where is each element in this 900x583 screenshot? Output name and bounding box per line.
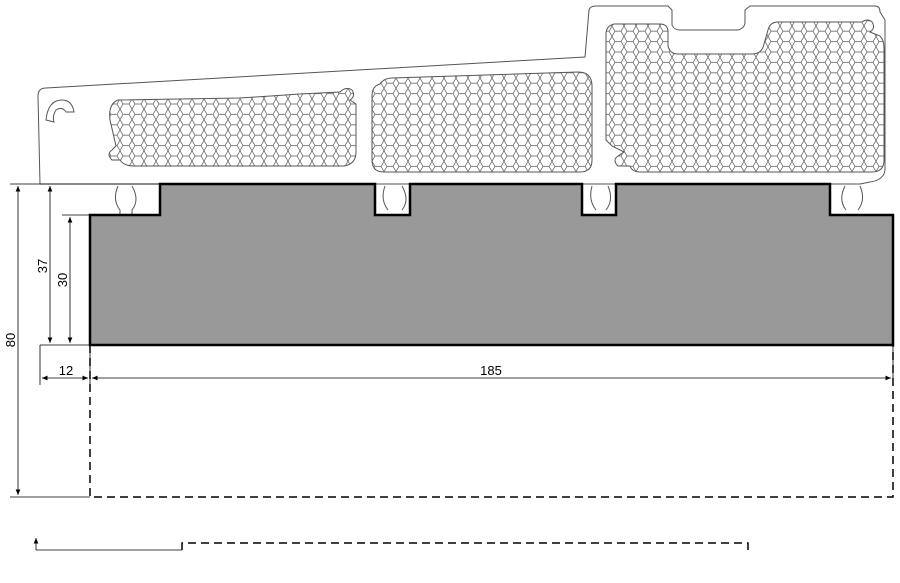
chamber-right xyxy=(605,19,885,173)
dimension-label-80: 80 xyxy=(3,333,18,347)
dimension-label-30: 30 xyxy=(55,273,70,287)
dimension-185: 185 xyxy=(92,345,894,385)
profile-body xyxy=(88,182,895,347)
frame-hook xyxy=(45,99,75,123)
chamber-left xyxy=(108,87,357,167)
dimension-label-37: 37 xyxy=(35,259,50,273)
dimension-30: 30 xyxy=(55,214,90,343)
legend-lines xyxy=(33,538,749,551)
chamber-middle xyxy=(371,71,593,173)
dimension-80: 80 xyxy=(3,183,160,498)
dimension-label-12: 12 xyxy=(59,363,73,378)
dimension-37: 37 xyxy=(35,186,90,346)
dimension-label-185: 185 xyxy=(480,363,502,378)
frame-outline xyxy=(37,5,886,185)
dimension-12: 12 xyxy=(39,345,91,385)
support-teeth xyxy=(114,185,864,214)
dashed-outline xyxy=(89,345,894,498)
